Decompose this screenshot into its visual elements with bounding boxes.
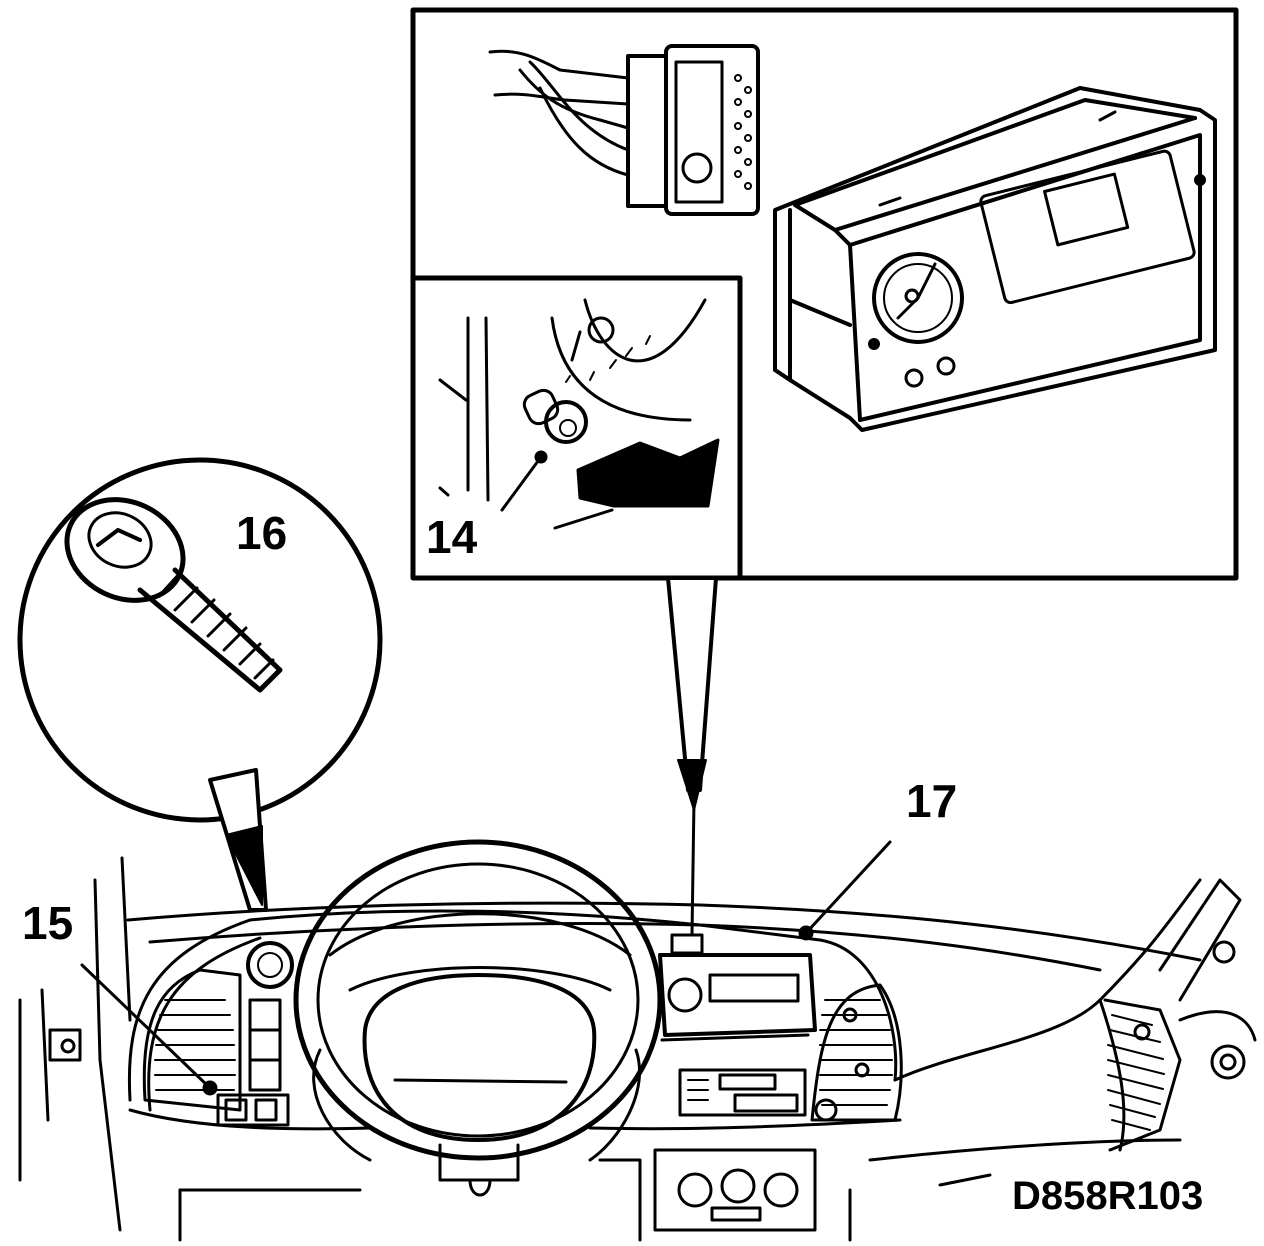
callout-17: 17 (906, 775, 958, 827)
dashboard-drawing (18, 839, 1257, 1242)
figure-code: D858R103 (1012, 1174, 1204, 1218)
wiring-connector (488, 44, 760, 216)
callout-14: 14 (426, 511, 478, 563)
callout-15: 15 (22, 897, 74, 949)
screw-detail-circle (17, 457, 383, 912)
unit-detail-inset (410, 7, 1239, 937)
clock-display-unit (773, 86, 1217, 432)
callout-16: 16 (236, 507, 288, 559)
screw-removal-view (438, 298, 720, 530)
